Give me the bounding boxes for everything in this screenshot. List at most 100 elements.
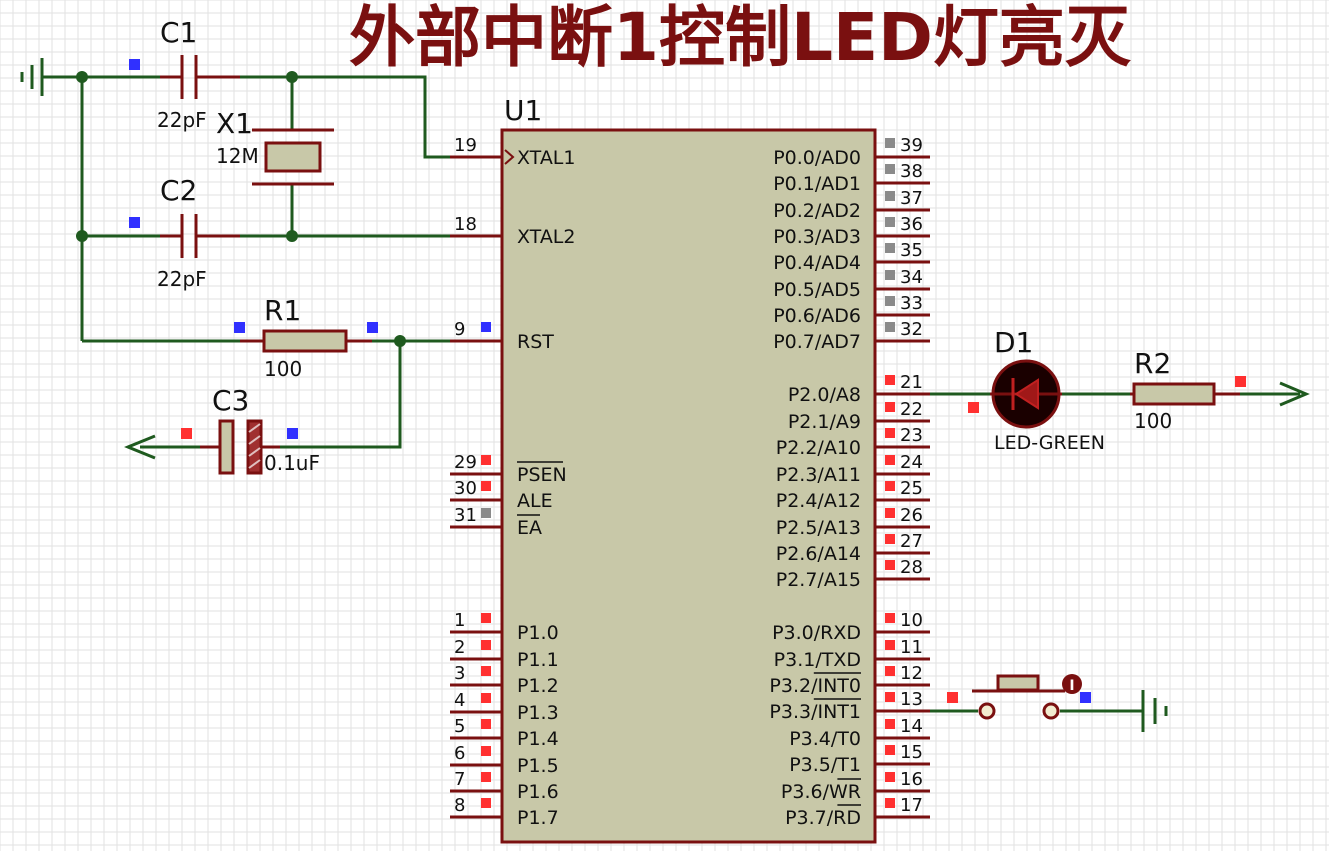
u1-pin-5[interactable]: 5P1.4 bbox=[450, 716, 559, 750]
crystal-x1[interactable]: X1 12M bbox=[216, 107, 334, 186]
pin-number: 30 bbox=[454, 478, 477, 499]
x1-ref: X1 bbox=[216, 107, 253, 140]
capacitor-c1[interactable]: C1 22pF bbox=[157, 16, 240, 132]
pin-state-marker bbox=[885, 243, 895, 253]
resistor-r2[interactable]: R2 100 bbox=[1130, 347, 1240, 433]
button-actuator-icon[interactable] bbox=[1062, 674, 1082, 694]
push-button[interactable]: I bbox=[972, 674, 1082, 720]
pin-name: P2.0/A8 bbox=[788, 384, 861, 406]
ground-symbol-button bbox=[1141, 690, 1168, 732]
u1-pin-8[interactable]: 8P1.7 bbox=[450, 795, 559, 829]
pin-number: 13 bbox=[900, 689, 923, 710]
pin-number: 31 bbox=[454, 505, 477, 526]
u1-pin-7[interactable]: 7P1.6 bbox=[450, 769, 559, 803]
pin-number: 36 bbox=[900, 214, 923, 235]
pin-state-marker bbox=[481, 798, 491, 808]
d1-ref: D1 bbox=[994, 326, 1033, 359]
pin-state-marker bbox=[885, 508, 895, 518]
pin-number: 10 bbox=[900, 610, 923, 631]
pin-name: P0.7/AD7 bbox=[773, 331, 861, 353]
u1-pin-3[interactable]: 3P1.2 bbox=[450, 663, 559, 697]
pin-name: P3.7/RD bbox=[785, 807, 861, 829]
pin-state-marker bbox=[481, 772, 491, 782]
pin-number: 7 bbox=[454, 769, 465, 790]
resistor-r1[interactable]: R1 100 bbox=[240, 294, 372, 381]
pin-state-marker bbox=[481, 613, 491, 623]
pin-state-marker bbox=[885, 772, 895, 782]
junction-dot bbox=[286, 230, 298, 242]
capacitor-c3[interactable]: C3 0.1uF bbox=[200, 384, 320, 475]
pin-number: 2 bbox=[454, 637, 465, 658]
junction-dot bbox=[286, 71, 298, 83]
probe-marker bbox=[1080, 692, 1091, 703]
pin-name: RST bbox=[517, 331, 554, 353]
pin-number: 38 bbox=[900, 161, 923, 182]
pin-number: 22 bbox=[900, 399, 923, 420]
pin-number: 37 bbox=[900, 188, 923, 209]
probe-marker bbox=[234, 322, 245, 333]
pin-state-marker bbox=[481, 719, 491, 729]
pin-number: 39 bbox=[900, 135, 923, 156]
u1-pin-6[interactable]: 6P1.5 bbox=[450, 743, 559, 777]
pin-name: P2.6/A14 bbox=[776, 543, 861, 565]
r1-ref: R1 bbox=[264, 294, 301, 327]
pin-number: 4 bbox=[454, 690, 465, 711]
led-d1[interactable]: D1 LED-GREEN bbox=[990, 326, 1105, 454]
pin-number: 14 bbox=[900, 716, 923, 737]
probe-marker bbox=[947, 692, 958, 703]
microcontroller-u1[interactable]: U1 bbox=[500, 94, 877, 844]
r2-value: 100 bbox=[1134, 409, 1172, 433]
schematic-title: 外部中断1控制LED灯亮灭 bbox=[349, 0, 1131, 76]
u1-pin-2[interactable]: 2P1.1 bbox=[450, 637, 559, 671]
x1-value: 12M bbox=[216, 144, 259, 168]
pin-state-marker bbox=[481, 666, 491, 676]
ground-symbol-top bbox=[20, 58, 44, 96]
pin-name: P3.2/INT0 bbox=[769, 675, 861, 697]
c2-value: 22pF bbox=[157, 267, 207, 291]
u1-pin-1[interactable]: 1P1.0 bbox=[450, 610, 559, 644]
pin-name: P1.5 bbox=[517, 755, 559, 777]
pin-name: P1.6 bbox=[517, 781, 559, 803]
u1-pin-4[interactable]: 4P1.3 bbox=[450, 690, 559, 724]
capacitor-c2[interactable]: C2 22pF bbox=[157, 174, 240, 291]
button-actuator-glyph: I bbox=[1069, 678, 1074, 694]
pin-name: P0.6/AD6 bbox=[773, 305, 861, 327]
pin-state-marker bbox=[885, 692, 895, 702]
pin-name: P0.1/AD1 bbox=[773, 173, 861, 195]
junction-dot bbox=[76, 230, 88, 242]
pin-state-marker bbox=[885, 455, 895, 465]
probe-marker bbox=[367, 322, 378, 333]
pin-state-marker bbox=[885, 481, 895, 491]
